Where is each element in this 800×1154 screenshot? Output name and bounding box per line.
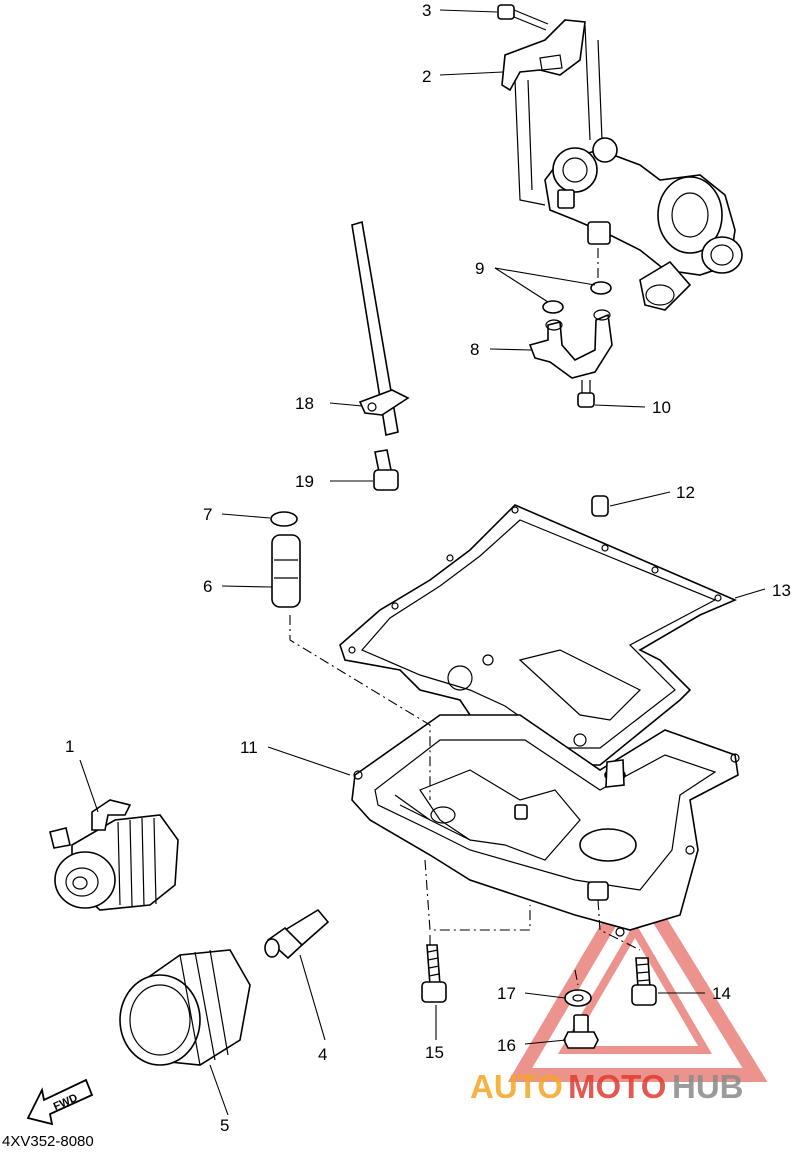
callout-4: 4: [318, 1045, 327, 1064]
callout-1: 1: [65, 737, 74, 756]
union-bolt-4: [264, 908, 330, 960]
oil-filter-5: [119, 949, 251, 1066]
callout-19: 19: [295, 472, 314, 491]
oil-level-pipe-18: [351, 220, 410, 436]
callout-numbers: 3 2 9 8 10 18 19 7 6 12 13 11 1 4 5 15 1…: [65, 1, 791, 1135]
callout-16: 16: [497, 1036, 516, 1055]
o-ring-9a: [542, 300, 564, 314]
watermark-part-moto: MOTO: [568, 1068, 666, 1105]
pipe-collar-6: [271, 534, 301, 608]
oil-pipe-8: [528, 309, 613, 379]
callout-9: 9: [475, 259, 484, 278]
callout-17: 17: [497, 984, 516, 1003]
bolt-14: [631, 957, 657, 1006]
bolt-10: [577, 380, 595, 408]
oil-pan-11: [351, 714, 740, 937]
dowel-pin-12: [591, 495, 609, 517]
oil-pump-assembly: [501, 19, 743, 311]
callout-8: 8: [470, 340, 479, 359]
oil-cooler-1: [49, 799, 179, 911]
callout-12: 12: [676, 483, 695, 502]
watermark-text: AUTO MOTO HUB: [470, 1068, 744, 1105]
callout-3: 3: [422, 1, 431, 20]
watermark-part-hub: HUB: [672, 1068, 744, 1105]
callout-6: 6: [203, 577, 212, 596]
watermark-logo: [507, 866, 768, 1082]
bolt-19: [373, 449, 399, 491]
watermark-part-auto: AUTO: [470, 1068, 563, 1105]
leader-lines: [79, 9, 766, 1116]
callout-13: 13: [772, 581, 791, 600]
oil-pan-gasket-13: [339, 504, 738, 766]
bolt-15: [421, 944, 447, 1003]
diagram-code: 4XV352-8080: [2, 1133, 94, 1149]
callout-2: 2: [422, 67, 431, 86]
o-ring-9b: [590, 281, 612, 295]
callout-11: 11: [240, 738, 258, 757]
bolt-3: [497, 4, 549, 31]
callout-14: 14: [712, 984, 731, 1003]
o-ring-7: [270, 511, 298, 527]
drain-bolt-16: [563, 1014, 599, 1049]
callout-5: 5: [220, 1116, 229, 1135]
center-lines: [289, 615, 641, 986]
callout-15: 15: [425, 1043, 444, 1062]
callout-7: 7: [203, 505, 212, 524]
fwd-arrow: FWD: [26, 1078, 94, 1126]
drain-gasket-17: [564, 989, 592, 1007]
callout-10: 10: [652, 398, 671, 417]
callout-18: 18: [295, 394, 314, 413]
